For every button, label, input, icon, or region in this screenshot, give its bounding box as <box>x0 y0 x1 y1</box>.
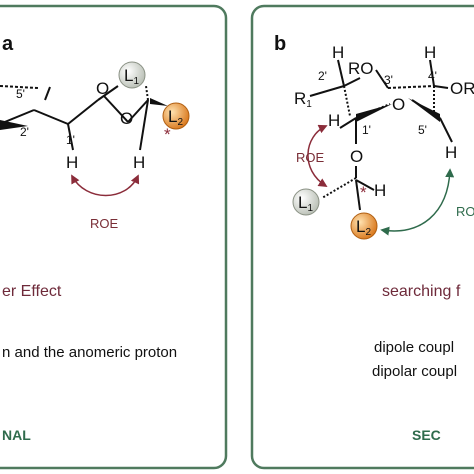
panel-b-pos-4: 4' <box>428 69 437 83</box>
panel-a-ligand-2-label: L2 <box>168 107 183 128</box>
panel-b-hydrogen-c1: H <box>328 111 340 130</box>
panel-b-roe-label-right: RO <box>456 204 474 219</box>
panel-b-wedge-c1 <box>356 104 392 122</box>
panel-a-wedge-bond <box>0 120 28 130</box>
panel-b-hydrogen-top-left: H <box>332 43 344 62</box>
panel-a-footer: NAL <box>2 427 31 443</box>
panel-b-pos-2: 2' <box>318 69 327 83</box>
panel-b-heading: searching f <box>382 283 461 300</box>
panel-a-description: n and the anomeric proton <box>2 344 177 361</box>
panel-b-letter: b <box>274 33 286 55</box>
panel-b: b H H RO OR R1 H O O <box>250 4 474 470</box>
panel-b-ligand-1-label: L1 <box>298 193 313 214</box>
panel-b-footer: SEC <box>412 427 441 443</box>
panel-b-hydrogen-c5: H <box>445 143 457 162</box>
panel-b-wedge-c5 <box>408 98 440 122</box>
panel-a-glycosidic-oxygen: O <box>120 109 133 128</box>
panel-b-roe-label-left: ROE <box>296 150 325 165</box>
panel-a-ring-oxygen: O <box>96 79 109 98</box>
panel-a-stereo-mark: * <box>164 125 171 144</box>
panel-b-description-line-2: dipolar coupl <box>372 363 457 380</box>
panel-a-roe-arrow <box>71 174 140 197</box>
panel-b-ro-group: RO <box>348 59 374 78</box>
panel-b-ligand-2: L2 <box>350 212 378 240</box>
panel-b-pos-5: 5' <box>418 123 427 137</box>
panel-b-description-line-1: dipole coupl <box>374 339 454 356</box>
panel-a-linker-hydrogen: H <box>133 153 145 172</box>
panel-a-letter: a <box>2 33 14 55</box>
panel-a-anomeric-hydrogen: H <box>66 153 78 172</box>
panel-b-ligand-2-label: L2 <box>356 217 371 238</box>
panel-b-pos-1: 1' <box>362 123 371 137</box>
panel-b-hydrogen-top-right: H <box>424 43 436 62</box>
panel-b-ligand-1: L1 <box>292 188 320 216</box>
panel-a-border <box>0 4 228 470</box>
panel-a-ligand-2: L2 <box>162 102 190 130</box>
panel-b-ring-oxygen: O <box>392 95 405 114</box>
panel-b-roe-arrow-right <box>380 168 455 236</box>
panel-a-pos-5: 5' <box>16 87 25 101</box>
panel-a: a O O H H 5' 2' 1' * L1 <box>0 4 228 470</box>
panel-a-ligand-1-label: L1 <box>124 66 139 87</box>
panel-a-ligand-1: L1 <box>118 61 146 89</box>
panel-b-or-group: OR <box>450 79 474 98</box>
panel-a-pos-2: 2' <box>20 125 29 139</box>
panel-a-heading: er Effect <box>2 283 62 300</box>
panel-b-linker-hydrogen: H <box>374 181 386 200</box>
panel-b-pos-3: 3' <box>384 73 393 87</box>
panel-a-roe-label: ROE <box>90 216 119 231</box>
panel-b-glycosidic-oxygen: O <box>350 147 363 166</box>
panel-b-stereo-mark: * <box>360 183 367 202</box>
panel-b-roe-arrow-left <box>307 124 328 187</box>
panel-a-pos-1: 1' <box>66 133 75 147</box>
panel-b-r1-group: R1 <box>294 89 312 110</box>
panel-b-ring-bonds <box>309 59 453 211</box>
panel-a-wedge-bond-l2 <box>150 98 168 106</box>
panel-a-ring-bonds <box>0 85 149 151</box>
